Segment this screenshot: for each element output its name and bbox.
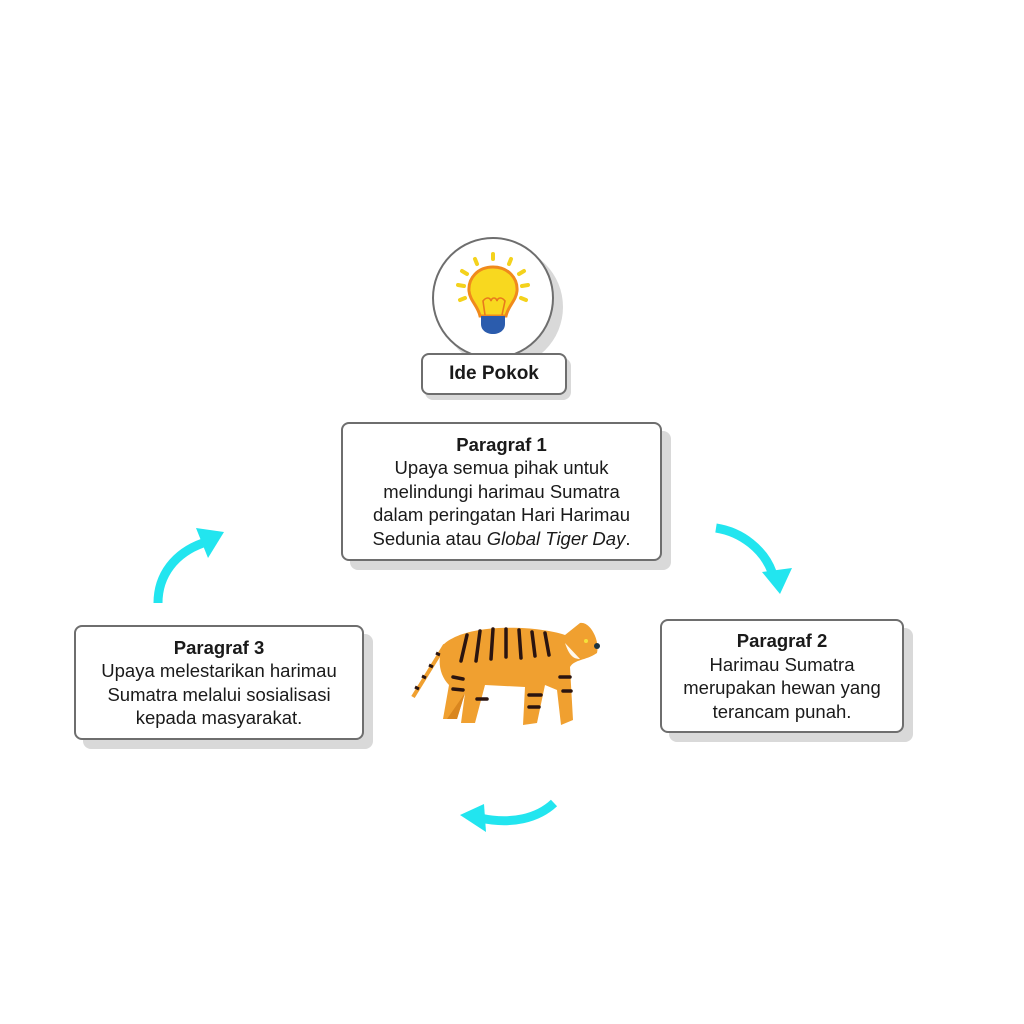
lightbulb-icon (456, 252, 530, 334)
paragraph-2-box: Paragraf 2 Harimau Sumatra merupakan hew… (660, 619, 904, 733)
paragraph-2-text: Harimau Sumatra merupakan hewan yang ter… (683, 653, 881, 722)
arrow-down-right-icon (715, 523, 777, 574)
paragraph-1-title: Paragraf 1 (456, 433, 547, 455)
paragraph-3-box: Paragraf 3 Upaya melestarikan harimau Su… (74, 625, 364, 740)
paragraph-1-text: Upaya semua pihak untuk melindungi harim… (372, 457, 631, 549)
tiger-illustration (411, 622, 600, 725)
paragraph-2-title: Paragraf 2 (736, 630, 828, 651)
paragraph-1-box: Paragraf 1 Upaya semua pihak untuk melin… (341, 422, 662, 561)
arrow-left-icon (479, 799, 558, 826)
paragraph-3-text: Upaya melestarikan harimau Sumatra melal… (101, 660, 337, 728)
paragraph-3-title: Paragraf 3 (173, 636, 265, 658)
main-idea-label: Ide Pokok (421, 353, 567, 395)
arrow-up-right-icon (153, 538, 205, 604)
